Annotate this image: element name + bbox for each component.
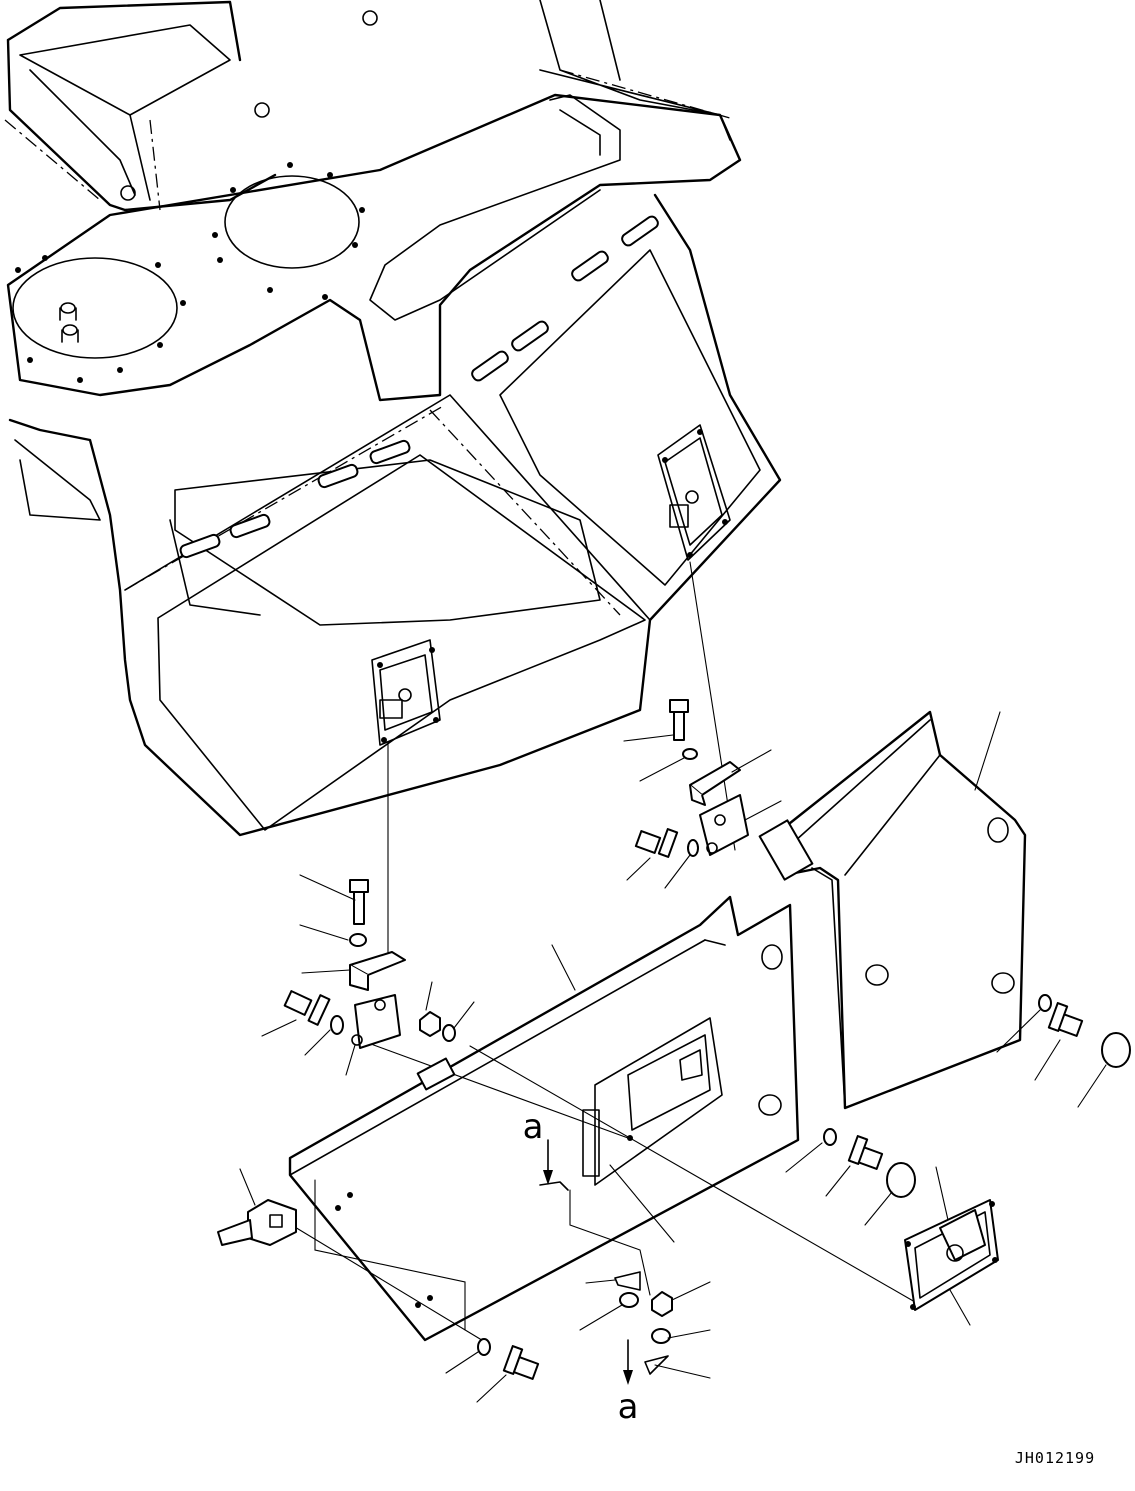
hinge-bracket-lower: [349, 951, 406, 1049]
left-side-cover: [288, 895, 800, 1342]
bolts: [283, 699, 1084, 1380]
washers: [330, 748, 1052, 1356]
hinge-pin: [179, 215, 659, 559]
cab-latch-plate-right: [657, 424, 731, 561]
view-arrow-top: [539, 1139, 569, 1191]
right-side-cover: [758, 710, 1027, 1110]
door-latch: [904, 1199, 999, 1311]
hinge-bracket-upper: [689, 761, 749, 856]
door-stopper: [217, 1199, 297, 1246]
cab-body: [4, 0, 782, 837]
cotter-pins: [614, 1271, 669, 1375]
caps: [886, 1032, 1131, 1198]
drawing-code: JH012199: [1015, 1449, 1095, 1467]
view-label-top: a: [523, 1107, 544, 1147]
alignment-lines: [274, 561, 916, 1346]
leader-lines: [239, 711, 1107, 1403]
view-label-bottom: a: [618, 1387, 639, 1427]
cab-latch-plate-left: [371, 639, 441, 746]
view-arrow-bottom: [623, 1339, 633, 1385]
